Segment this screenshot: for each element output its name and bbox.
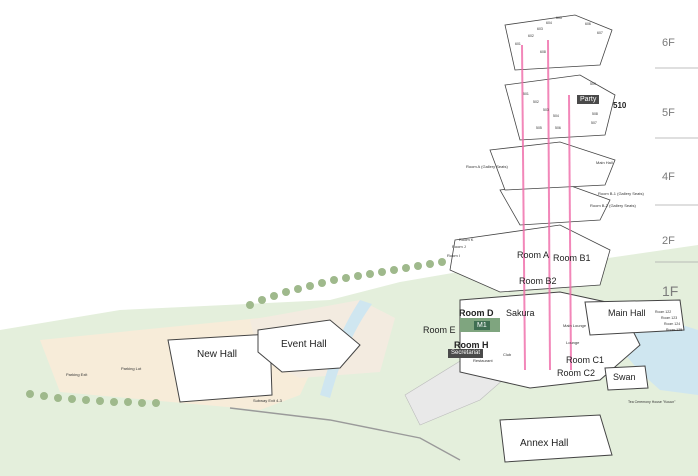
room-b1-gallery-label: Room B-1 (Gallery Seats)	[598, 191, 644, 196]
room-124-label: Room 124	[664, 322, 681, 326]
room-i-label: Room I	[447, 253, 460, 258]
room-607-label: 607	[597, 31, 603, 35]
tree-row	[26, 258, 446, 407]
room-506-label: 506	[555, 126, 561, 130]
room-604-label: 604	[546, 21, 552, 25]
room-501-label: 501	[523, 92, 529, 96]
floor-label-1f: 1F	[662, 283, 679, 299]
party-tag: Party	[577, 95, 600, 104]
floor-label-6f: 6F	[662, 37, 675, 49]
room-125-label: Room 125	[666, 328, 683, 332]
room-c2-label: Room C2	[557, 368, 596, 378]
room-h-label: Room H	[454, 340, 489, 350]
room-507-label: 507	[591, 121, 597, 125]
room-a-label: Room A	[517, 250, 550, 260]
room-b2-label: Room B2	[519, 276, 557, 286]
floor-plate-6f	[504, 14, 613, 71]
sakura-label: Sakura	[506, 308, 535, 318]
room-606-label: 606	[585, 22, 591, 26]
room-603-label: 603	[537, 27, 543, 31]
room-123-label: Room 123	[661, 316, 678, 320]
m1-tag: M1	[474, 321, 490, 330]
room-a-gallery-label: Room A (Gallery Seats)	[466, 164, 508, 169]
room-505-label: 505	[536, 126, 542, 130]
room-d-label: Room D	[459, 308, 494, 318]
restaurant-label: Restaurant	[473, 358, 493, 363]
room-602-label: 602	[528, 34, 534, 38]
new-hall-label: New Hall	[197, 349, 238, 360]
room-b2-gallery-label: Room B-2 (Gallery Seats)	[590, 203, 636, 208]
walkway	[229, 407, 461, 461]
elevator-shaft-2	[547, 39, 551, 371]
room-508-label: 508	[592, 112, 598, 116]
room-k-label: Room K	[459, 237, 474, 242]
room-c1-label: Room C1	[566, 355, 605, 365]
parking-lot-label: Parking Lot	[121, 366, 142, 371]
parking-exit-label: Parking Exit	[66, 372, 88, 377]
floor-plate-5f	[504, 74, 616, 141]
main-hall-label: Main Hall	[608, 308, 646, 318]
event-hall-label: Event Hall	[281, 339, 327, 350]
floor-plate-4f-a	[489, 141, 616, 191]
elevator-shaft-1	[521, 44, 526, 371]
floor-label-5f: 5F	[662, 107, 675, 119]
subway-exit-label: Subway Exit 4-3	[253, 398, 282, 403]
annex-hall-label: Annex Hall	[520, 438, 569, 449]
secretariat-tag: Secretariat	[448, 349, 484, 358]
room-504-label: 504	[553, 114, 559, 118]
floor-label-4f: 4F	[662, 171, 675, 183]
main-hall-4f-label: Main Hall	[596, 160, 613, 165]
new-hall-building	[167, 333, 273, 403]
main-lounge-label: Main Lounge	[563, 323, 587, 328]
room-509-label: 509	[590, 82, 596, 86]
floor-label-2f: 2F	[662, 235, 675, 247]
tea-ceremony-label: Tea Ceremony House "Kouun"	[628, 400, 676, 404]
room-b1-label: Room B1	[553, 253, 591, 263]
room-502-label: 502	[533, 100, 539, 104]
lounge-label: Lounge	[566, 340, 580, 345]
main-hall-building	[584, 299, 685, 336]
room-605-label: 605	[556, 16, 562, 20]
room-601-label: 601	[515, 42, 521, 46]
room-122-label: Room 122	[655, 310, 672, 314]
room-j-label: Room J	[452, 244, 466, 249]
room-503-label: 503	[543, 108, 549, 112]
room-510-label: 510	[613, 101, 627, 110]
event-hall-building	[257, 319, 361, 373]
swan-building	[604, 365, 649, 391]
swan-label: Swan	[613, 372, 636, 382]
room-e-label: Room E	[423, 325, 456, 335]
elevator-shaft-3	[568, 94, 572, 371]
room-608-label: 608	[540, 50, 546, 54]
club-label: Club	[503, 352, 512, 357]
annex-hall-building	[499, 414, 613, 463]
